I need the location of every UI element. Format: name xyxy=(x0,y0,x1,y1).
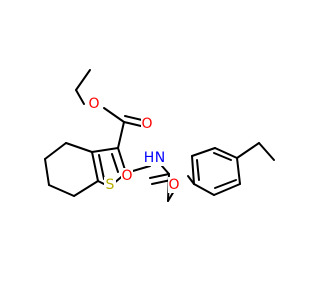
bond xyxy=(191,155,195,185)
bond xyxy=(214,179,237,189)
bond xyxy=(149,173,170,179)
bond xyxy=(91,147,119,153)
ether-oxygen-label: O xyxy=(168,177,180,193)
bond xyxy=(236,157,241,185)
bond xyxy=(75,69,91,91)
bond xyxy=(123,121,142,127)
bond xyxy=(213,152,232,161)
bond xyxy=(193,183,215,196)
bond xyxy=(213,183,241,196)
bond xyxy=(161,165,170,175)
ester-carbonyl-oxygen-label: O xyxy=(141,116,153,132)
bond xyxy=(73,180,99,197)
bond xyxy=(97,180,105,185)
bond xyxy=(44,158,50,186)
bond xyxy=(44,142,67,160)
bond xyxy=(98,154,105,180)
bond-lines xyxy=(44,69,275,202)
thiophene-sulfur-label: S xyxy=(104,177,116,193)
bond xyxy=(75,89,85,105)
nitrogen-atom-label: N xyxy=(155,150,165,166)
bond xyxy=(124,115,143,121)
amide-nh-label: H N xyxy=(140,150,168,166)
bond xyxy=(196,159,200,181)
sulfur-atom-label: S xyxy=(106,177,115,193)
bond xyxy=(65,142,93,153)
bond xyxy=(103,107,125,123)
ester-oxygen-label: O xyxy=(88,96,100,112)
bond xyxy=(214,147,238,159)
oxygen-atom-label: O xyxy=(141,116,152,132)
oxygen-atom-label: O xyxy=(168,177,179,193)
molecule-structure-diagram: O O S H N O O xyxy=(44,69,275,202)
bond xyxy=(258,142,275,161)
bond xyxy=(236,142,260,159)
oxygen-atom-label: O xyxy=(121,168,132,184)
bond xyxy=(117,121,125,149)
atom-labels: O O S H N O O xyxy=(88,96,180,193)
bond xyxy=(191,147,216,157)
hydrogen-atom-label: H xyxy=(144,150,155,166)
bond xyxy=(111,153,119,173)
amide-oxygen-label: O xyxy=(121,168,133,184)
bond xyxy=(48,184,75,197)
oxygen-atom-label: O xyxy=(88,96,99,112)
bond xyxy=(91,151,99,182)
